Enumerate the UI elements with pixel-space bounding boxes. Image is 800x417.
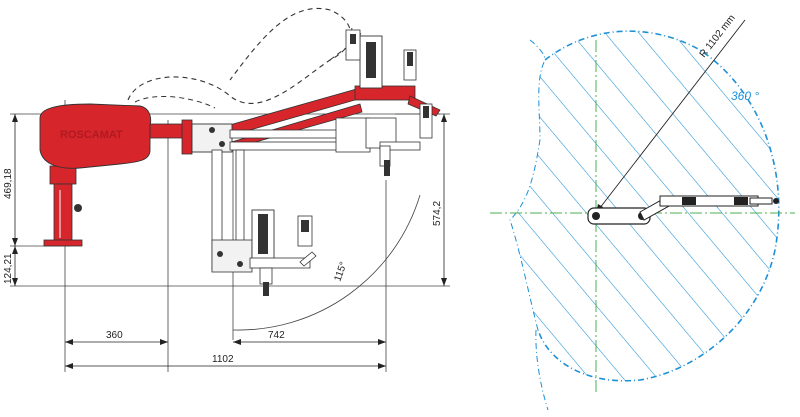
rotation-label: 360 ° bbox=[731, 89, 759, 103]
clamp-knob-icon bbox=[74, 204, 82, 212]
top-view: R 1102 mm 360 ° bbox=[490, 13, 795, 411]
air-hose-upper bbox=[127, 7, 352, 104]
red-pedestal bbox=[43, 165, 83, 247]
wall-boundary bbox=[509, 59, 546, 331]
lowered-arm bbox=[211, 149, 317, 296]
dim-swing-angle: 115° bbox=[332, 261, 349, 284]
arm-top-view bbox=[587, 195, 779, 225]
red-arm-head: ROSCAMAT bbox=[39, 103, 193, 169]
upper-tool bbox=[345, 29, 433, 139]
dim-reach-mid: 742 bbox=[268, 330, 285, 341]
radius-line bbox=[595, 19, 746, 214]
radius-label: R 1102 mm bbox=[698, 13, 738, 60]
dim-horizontal bbox=[65, 339, 386, 369]
air-hose-lower bbox=[134, 95, 216, 109]
dim-height-base: 124,21 bbox=[3, 253, 14, 284]
dim-height-tool: 574,2 bbox=[432, 201, 443, 226]
dim-reach-total: 1102 bbox=[212, 354, 234, 365]
dim-height-arm: 469,18 bbox=[3, 168, 14, 199]
dim-vertical-left bbox=[12, 114, 18, 286]
swing-arc bbox=[232, 194, 421, 331]
side-view: 469,18 124,21 574,2 360 742 1102 115° bbox=[3, 7, 450, 372]
brand-text: ROSCAMAT bbox=[60, 129, 123, 141]
dim-vertical-right bbox=[441, 114, 447, 286]
dim-reach-inner: 360 bbox=[106, 330, 123, 341]
work-area-circle bbox=[537, 30, 780, 382]
horizontal-arm bbox=[191, 117, 421, 176]
